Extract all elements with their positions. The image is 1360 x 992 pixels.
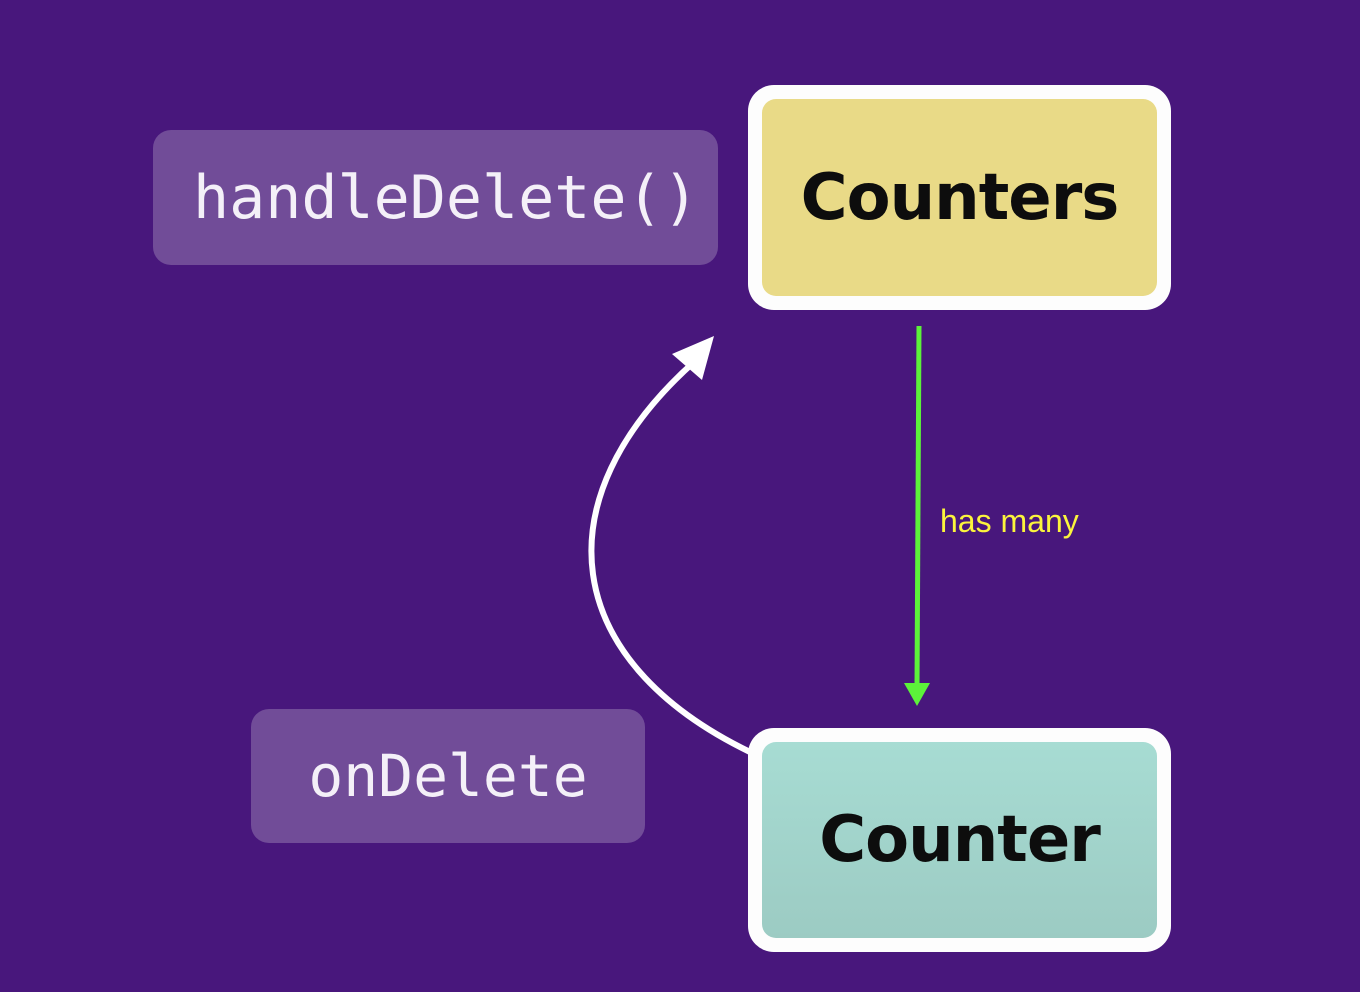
counter-node: Counter [748,728,1171,952]
on-delete-callback-arrow [588,336,753,755]
has-many-arrow [904,325,930,706]
handle-delete-label: handleDelete() [153,130,718,265]
on-delete-text: onDelete [308,742,588,810]
counters-node-label: Counters [800,160,1120,235]
has-many-label: has many [940,503,1079,539]
counter-node-label: Counter [819,803,1101,877]
counters-node: Counters [748,85,1171,310]
counter-node-body: Counter [762,742,1157,938]
on-delete-label: onDelete [251,709,645,843]
handle-delete-text: handleDelete() [193,162,699,233]
counters-node-body: Counters [762,99,1157,296]
